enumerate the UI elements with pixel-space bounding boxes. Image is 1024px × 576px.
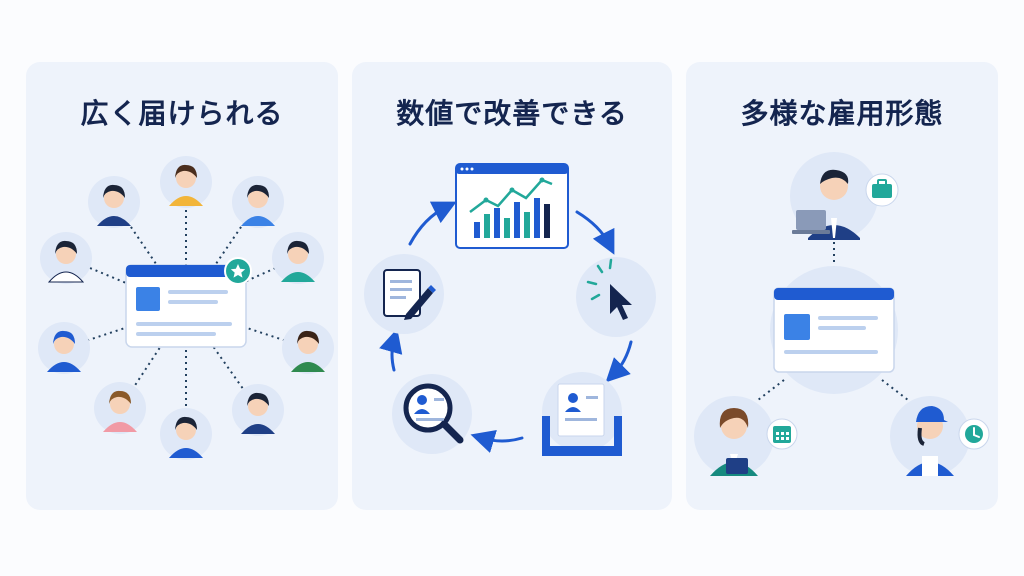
reach-title: 広く届けられる bbox=[80, 97, 284, 130]
document-edit-icon bbox=[364, 254, 444, 334]
cursor-click-icon bbox=[576, 257, 656, 337]
bar-chart-window-icon bbox=[455, 163, 569, 249]
person-avatar-icon bbox=[88, 176, 140, 228]
staff-woman-icon bbox=[694, 396, 774, 476]
cycle-arrow-icon bbox=[379, 201, 633, 453]
clock-badge-icon bbox=[958, 418, 990, 450]
avatar-ring bbox=[38, 156, 334, 460]
person-avatar-icon bbox=[38, 322, 90, 374]
magnifier-profile-icon bbox=[392, 374, 472, 454]
job-post-card-icon bbox=[773, 287, 895, 373]
person-avatar-icon bbox=[160, 408, 212, 460]
employment-illustration bbox=[694, 152, 990, 476]
metrics-panel: 数値で改善できる bbox=[352, 62, 672, 510]
job-post-card-icon bbox=[125, 264, 247, 348]
briefcase-badge-icon bbox=[865, 173, 899, 207]
metrics-cycle-illustration bbox=[364, 163, 656, 456]
person-avatar-icon bbox=[282, 322, 334, 374]
person-avatar-icon bbox=[232, 176, 284, 228]
person-avatar-icon bbox=[94, 382, 146, 434]
person-avatar-icon bbox=[232, 384, 284, 436]
reach-illustration bbox=[38, 156, 334, 460]
reach-panel: 広く届けられる bbox=[26, 62, 338, 510]
person-avatar-icon bbox=[160, 156, 212, 208]
star-badge-icon bbox=[224, 257, 252, 285]
person-avatar-icon bbox=[40, 232, 92, 284]
employment-title: 多様な雇用形態 bbox=[740, 97, 944, 130]
metrics-title: 数値で改善できる bbox=[396, 97, 628, 130]
employment-panel: 多様な雇用形態 bbox=[686, 62, 998, 510]
service-worker-icon bbox=[890, 396, 970, 476]
person-avatar-icon bbox=[272, 232, 324, 284]
inbox-resume-icon bbox=[542, 372, 622, 456]
calendar-badge-icon bbox=[766, 418, 798, 450]
office-worker-icon bbox=[790, 152, 878, 240]
